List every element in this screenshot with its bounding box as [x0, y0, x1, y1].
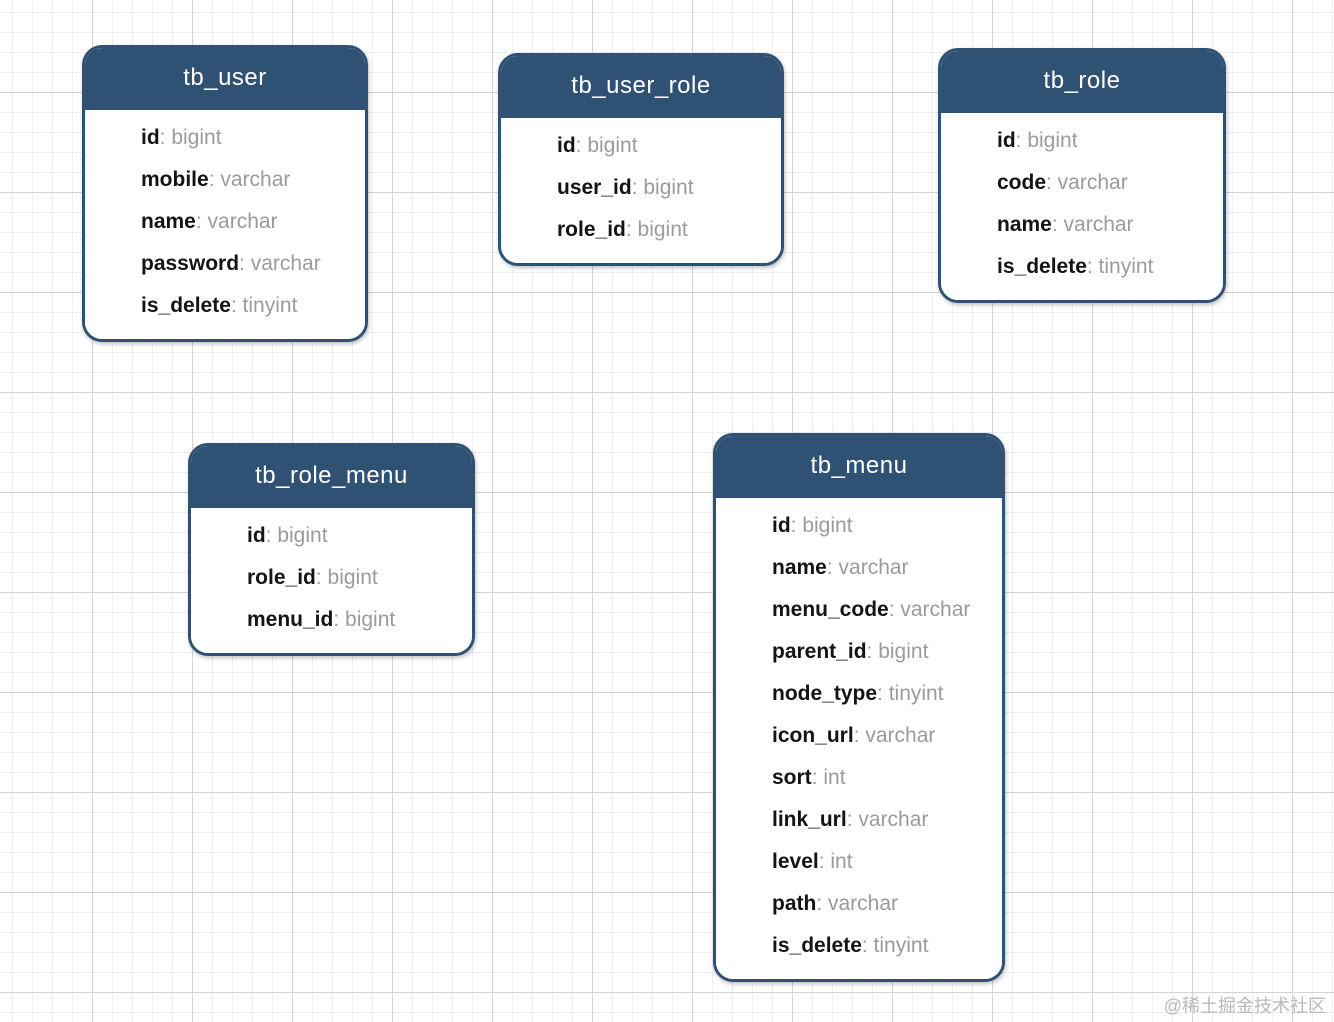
field-type: : tinyint [230, 294, 298, 317]
field-name: name [141, 210, 196, 233]
field-name: menu_id [247, 608, 334, 631]
field-type: : varchar [208, 168, 291, 191]
field-type: : bigint [159, 126, 222, 149]
table-title: tb_role [941, 51, 1223, 113]
watermark: @稀土掘金技术社区 [1163, 996, 1326, 1016]
table-field-row: id: bigint [557, 125, 771, 167]
table-field-row: sort: int [772, 757, 992, 799]
field-name: id [247, 524, 266, 547]
table-field-row: path: varchar [772, 883, 992, 925]
field-name: role_id [247, 566, 316, 589]
field-name: id [557, 134, 576, 157]
field-type: : tinyint [877, 682, 944, 705]
field-type: : varchar [826, 556, 909, 579]
table-field-row: mobile: varchar [141, 159, 355, 201]
field-type: : bigint [790, 514, 853, 537]
table-field-row: link_url: varchar [772, 799, 992, 841]
field-name: link_url [772, 808, 847, 831]
table-field-row: name: varchar [997, 204, 1213, 246]
table-field-row: id: bigint [247, 515, 462, 557]
table-field-row: is_delete: tinyint [772, 925, 992, 967]
table-field-row: name: varchar [772, 547, 992, 589]
table-field-row: icon_url: varchar [772, 715, 992, 757]
table-field-row: id: bigint [141, 117, 355, 159]
field-name: id [772, 514, 791, 537]
table-title: tb_role_menu [191, 446, 472, 508]
field-type: : int [818, 850, 853, 873]
field-type: : bigint [1015, 129, 1078, 152]
table-field-row: role_id: bigint [247, 557, 462, 599]
field-name: code [997, 171, 1047, 194]
table-title: tb_user [85, 48, 365, 110]
field-name: menu_code [772, 598, 889, 621]
field-type: : varchar [1046, 171, 1128, 194]
field-name: id [997, 129, 1016, 152]
field-name: password [141, 252, 240, 275]
table-field-row: password: varchar [141, 243, 355, 285]
field-name: mobile [141, 168, 209, 191]
field-type: : bigint [625, 218, 688, 241]
field-name: id [141, 126, 160, 149]
field-type: : tinyint [1086, 255, 1154, 278]
table-title: tb_user_role [501, 56, 781, 118]
field-type: : varchar [853, 724, 936, 747]
table-field-row: id: bigint [997, 120, 1213, 162]
table-field-row: is_delete: tinyint [997, 246, 1213, 288]
field-name: is_delete [772, 934, 862, 957]
table-field-row: name: varchar [141, 201, 355, 243]
field-name: name [997, 213, 1052, 236]
field-name: name [772, 556, 827, 579]
table-field-row: parent_id: bigint [772, 631, 992, 673]
field-name: parent_id [772, 640, 867, 663]
field-name: is_delete [141, 294, 231, 317]
field-type: : tinyint [861, 934, 929, 957]
field-type: : bigint [575, 134, 638, 157]
field-name: path [772, 892, 817, 915]
table-field-row: menu_code: varchar [772, 589, 992, 631]
field-type: : varchar [195, 210, 278, 233]
field-name: user_id [557, 176, 632, 199]
table-field-row: menu_id: bigint [247, 599, 462, 641]
field-name: is_delete [997, 255, 1087, 278]
table-field-row: user_id: bigint [557, 167, 771, 209]
field-name: icon_url [772, 724, 854, 747]
table-field-row: id: bigint [772, 505, 992, 547]
field-type: : bigint [315, 566, 378, 589]
table-title: tb_menu [716, 436, 1002, 498]
field-name: role_id [557, 218, 626, 241]
field-type: : bigint [333, 608, 396, 631]
field-name: sort [772, 766, 812, 789]
field-type: : bigint [866, 640, 929, 663]
table-field-row: node_type: tinyint [772, 673, 992, 715]
field-type: : int [811, 766, 846, 789]
table-field-row: level: int [772, 841, 992, 883]
field-type: : bigint [265, 524, 328, 547]
field-type: : varchar [888, 598, 971, 621]
table-field-row: is_delete: tinyint [141, 285, 355, 327]
field-type: : varchar [239, 252, 321, 275]
field-type: : varchar [816, 892, 899, 915]
field-type: : varchar [1051, 213, 1134, 236]
field-type: : varchar [846, 808, 929, 831]
field-type: : bigint [631, 176, 694, 199]
table-field-row: role_id: bigint [557, 209, 771, 251]
field-name: node_type [772, 682, 878, 705]
field-name: level [772, 850, 819, 873]
table-field-row: code: varchar [997, 162, 1213, 204]
